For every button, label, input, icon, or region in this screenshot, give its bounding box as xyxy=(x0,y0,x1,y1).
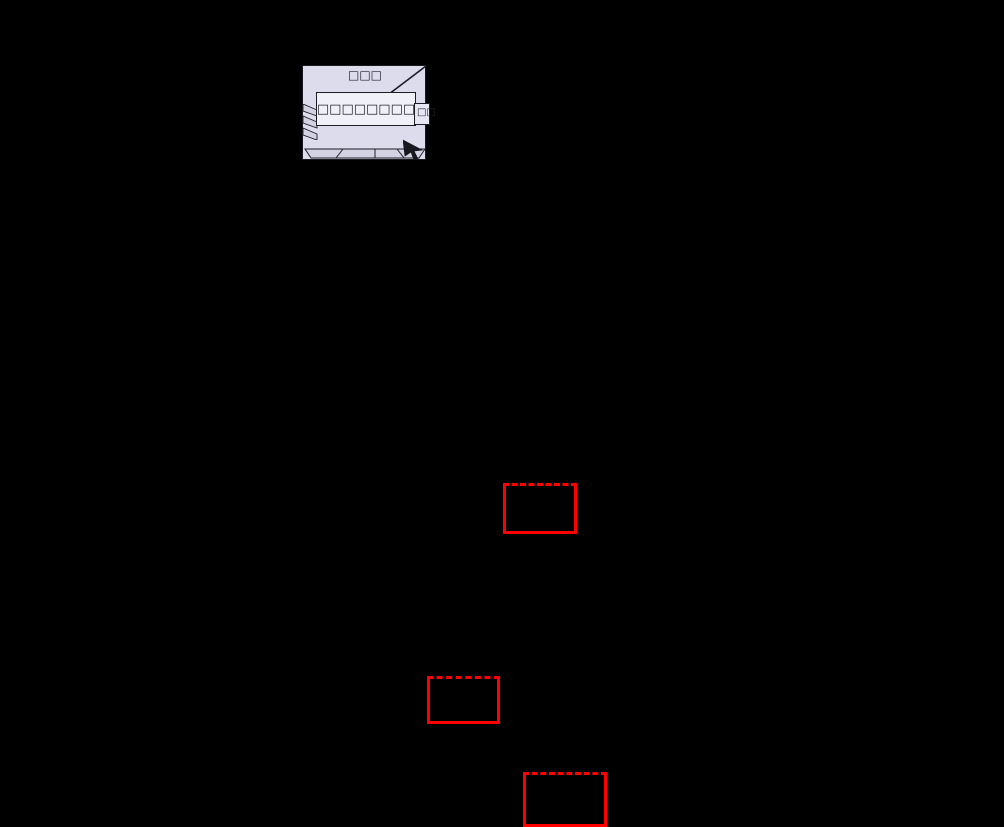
text-field-value: □□□□□□□□ xyxy=(316,101,416,117)
dialog-title: □□□ xyxy=(347,68,382,82)
annotation-edge-top xyxy=(427,676,500,682)
annotation-edge-top xyxy=(523,772,607,778)
annotation-edge-bottom xyxy=(503,531,577,534)
annotation-edge-left xyxy=(523,772,526,827)
annotation-box[interactable] xyxy=(523,772,607,827)
annotation-edge-bottom xyxy=(523,824,607,827)
annotation-box[interactable] xyxy=(503,483,577,534)
base-facet-decoration xyxy=(304,148,426,159)
annotation-edge-right xyxy=(497,676,500,724)
annotation-edge-left xyxy=(427,676,430,724)
text-field[interactable]: □□□□□□□□ xyxy=(316,92,416,126)
mouse-pointer-icon xyxy=(403,139,424,160)
annotation-edge-bottom xyxy=(427,721,500,724)
annotation-box[interactable] xyxy=(427,676,500,724)
modal-dialog[interactable]: □□□ □□□□□□□□ □□ xyxy=(302,65,436,160)
annotation-edge-right xyxy=(604,772,607,827)
side-panel-fragment[interactable]: □□ xyxy=(414,103,436,125)
annotation-edge-right xyxy=(574,483,577,534)
annotation-edge-left xyxy=(503,483,506,534)
annotation-edge-top xyxy=(503,483,577,489)
side-panel-fragment-label: □□ xyxy=(417,107,436,118)
